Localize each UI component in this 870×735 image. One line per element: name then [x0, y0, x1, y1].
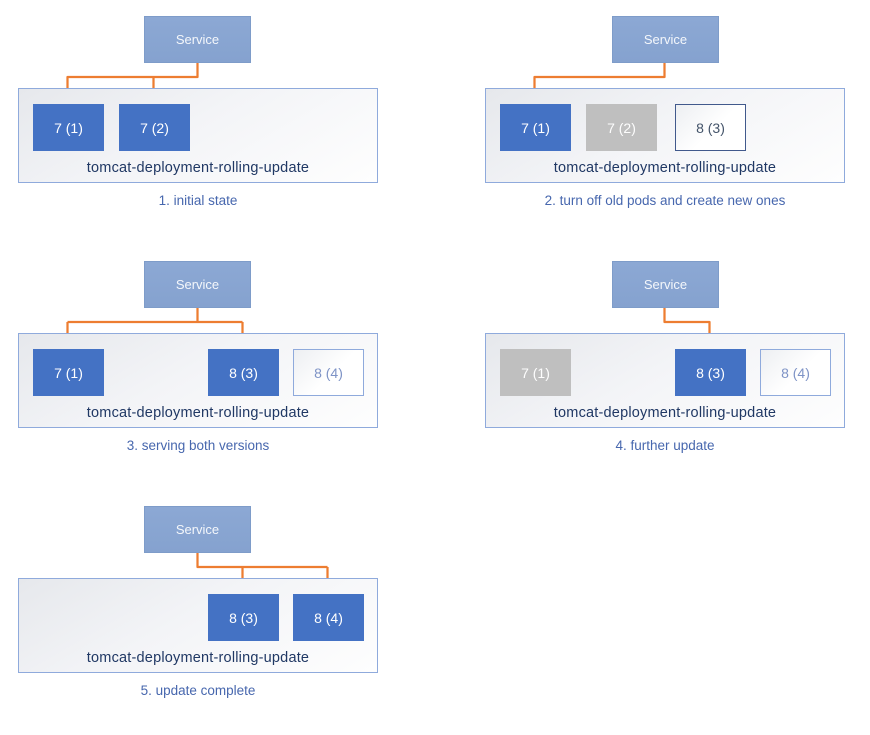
pod-7-1: 7 (1) [500, 349, 571, 396]
pod-7-1: 7 (1) [33, 104, 104, 151]
pod-label: 7 (2) [607, 119, 636, 136]
panel-turn-off-old-pods: Service 7 (1) 7 (2) 8 (3) tomcat-deploym… [435, 0, 870, 245]
service-box: Service [144, 16, 251, 63]
pod-7-1: 7 (1) [500, 104, 571, 151]
panel-caption: 4. further update [615, 438, 715, 453]
panel-caption: 2. turn off old pods and create new ones [544, 193, 786, 208]
deployment-label: tomcat-deployment-rolling-update [86, 650, 310, 666]
pod-7-1: 7 (1) [33, 349, 104, 396]
pod-7-2: 7 (2) [119, 104, 190, 151]
pod-7-2: 7 (2) [586, 104, 657, 151]
pod-label: 7 (1) [54, 364, 83, 381]
deployment-box: 7 (1) 7 (2) 8 (3) tomcat-deployment-roll… [485, 88, 845, 183]
pod-8-3: 8 (3) [208, 594, 279, 641]
service-box: Service [144, 261, 251, 308]
pod-label: 8 (4) [314, 609, 343, 626]
panel-serving-both-versions: Service 7 (1) 8 (3) 8 (4) tomcat-deploym… [0, 245, 435, 490]
panel-caption: 5. update complete [140, 683, 256, 698]
pod-label: 7 (1) [521, 364, 550, 381]
pod-8-3: 8 (3) [208, 349, 279, 396]
panel-update-complete: Service 8 (3) 8 (4) tomcat-deployment-ro… [0, 490, 435, 735]
pod-label: 8 (3) [696, 364, 725, 381]
service-box: Service [612, 16, 719, 63]
pod-8-3: 8 (3) [675, 104, 746, 151]
panel-further-update: Service 7 (1) 8 (3) 8 (4) tomcat-deploym… [435, 245, 870, 490]
pod-8-4: 8 (4) [760, 349, 831, 396]
pod-label: 8 (3) [229, 609, 258, 626]
pod-8-4: 8 (4) [293, 594, 364, 641]
pod-label: 8 (4) [314, 364, 343, 381]
panel-initial-state: Service 7 (1) 7 (2) tomcat-deployment-ro… [0, 0, 435, 245]
service-box: Service [144, 506, 251, 553]
service-box: Service [612, 261, 719, 308]
pod-label: 7 (2) [140, 119, 169, 136]
deployment-box: 8 (3) 8 (4) tomcat-deployment-rolling-up… [18, 578, 378, 673]
deployment-box: 7 (1) 7 (2) tomcat-deployment-rolling-up… [18, 88, 378, 183]
service-label: Service [175, 277, 220, 292]
service-label: Service [175, 32, 220, 47]
service-label: Service [175, 522, 220, 537]
pod-label: 7 (1) [54, 119, 83, 136]
deployment-label: tomcat-deployment-rolling-update [86, 405, 310, 421]
pod-label: 8 (3) [229, 364, 258, 381]
deployment-label: tomcat-deployment-rolling-update [553, 160, 777, 176]
pod-label: 8 (3) [696, 119, 725, 136]
deployment-box: 7 (1) 8 (3) 8 (4) tomcat-deployment-roll… [18, 333, 378, 428]
panel-caption: 1. initial state [158, 193, 238, 208]
pod-label: 8 (4) [781, 364, 810, 381]
service-label: Service [643, 277, 688, 292]
panel-caption: 3. serving both versions [126, 438, 270, 453]
pod-8-3: 8 (3) [675, 349, 746, 396]
deployment-label: tomcat-deployment-rolling-update [86, 160, 310, 176]
service-label: Service [643, 32, 688, 47]
pod-label: 7 (1) [521, 119, 550, 136]
deployment-box: 7 (1) 8 (3) 8 (4) tomcat-deployment-roll… [485, 333, 845, 428]
deployment-label: tomcat-deployment-rolling-update [553, 405, 777, 421]
pod-8-4: 8 (4) [293, 349, 364, 396]
